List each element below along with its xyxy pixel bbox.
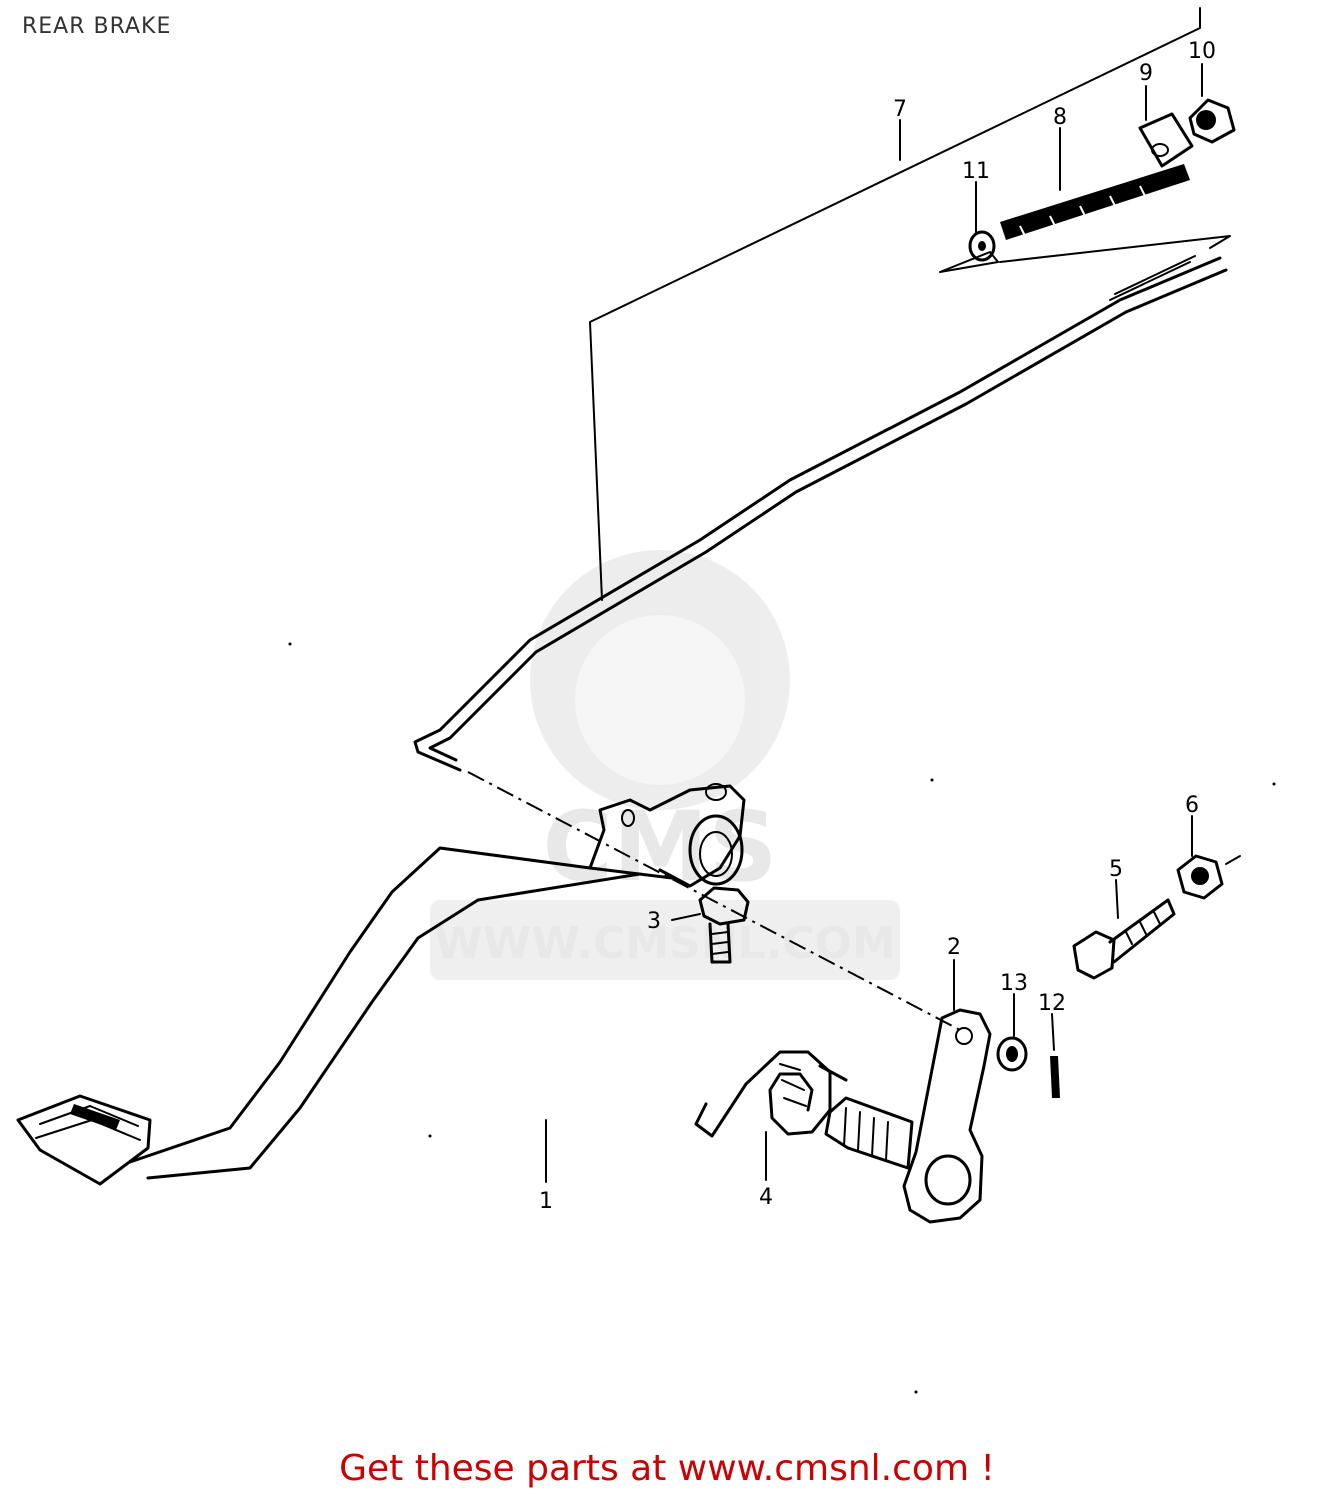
part-6-nut <box>1176 854 1241 900</box>
part-12-cotter-pin <box>1050 1056 1060 1098</box>
callout-1: 1 <box>539 1189 553 1214</box>
thread-guide-lines <box>939 235 1231 273</box>
assembly-center-line <box>467 771 961 1031</box>
page-title: REAR BRAKE <box>22 14 172 39</box>
cms-watermark: CMS WWW.CMSNL.COM <box>430 550 900 980</box>
watermark-banner <box>430 900 900 980</box>
footer-shop-link[interactable]: Get these parts at www.cmsnl.com ! <box>339 1448 995 1489</box>
part-13-washer <box>996 1036 1028 1072</box>
part-4-return-spring <box>694 1050 848 1138</box>
callout-labels: 1 2 3 4 5 6 7 8 9 10 11 12 13 <box>539 39 1216 1214</box>
callout-3: 3 <box>647 909 661 934</box>
callout-13: 13 <box>1000 971 1028 996</box>
scan-specks <box>288 642 1276 1394</box>
callout-12: 12 <box>1038 991 1066 1016</box>
part-3-bolt <box>698 886 750 964</box>
callout-5: 5 <box>1109 857 1123 882</box>
part-7-brake-rod <box>413 7 1228 772</box>
callout-7: 7 <box>893 97 907 122</box>
part-8-spring <box>1000 164 1190 240</box>
watermark-url: WWW.CMSNL.COM <box>434 918 896 969</box>
part-11-washer <box>968 230 996 262</box>
callout-11: 11 <box>962 159 990 184</box>
part-2-brake-arm <box>824 1008 992 1224</box>
callout-9: 9 <box>1139 61 1153 86</box>
callout-4: 4 <box>759 1185 773 1210</box>
part-1-brake-pedal <box>16 783 746 1186</box>
callout-2: 2 <box>947 935 961 960</box>
watermark-mascot-face <box>575 615 745 785</box>
part-5-bolt <box>1072 898 1176 980</box>
part-9-joint <box>1138 112 1194 168</box>
part-10-nut <box>1188 98 1236 144</box>
callout-10: 10 <box>1188 39 1216 64</box>
callout-6: 6 <box>1185 793 1199 818</box>
callout-8: 8 <box>1053 105 1067 130</box>
callout-leaders <box>545 63 1203 1183</box>
